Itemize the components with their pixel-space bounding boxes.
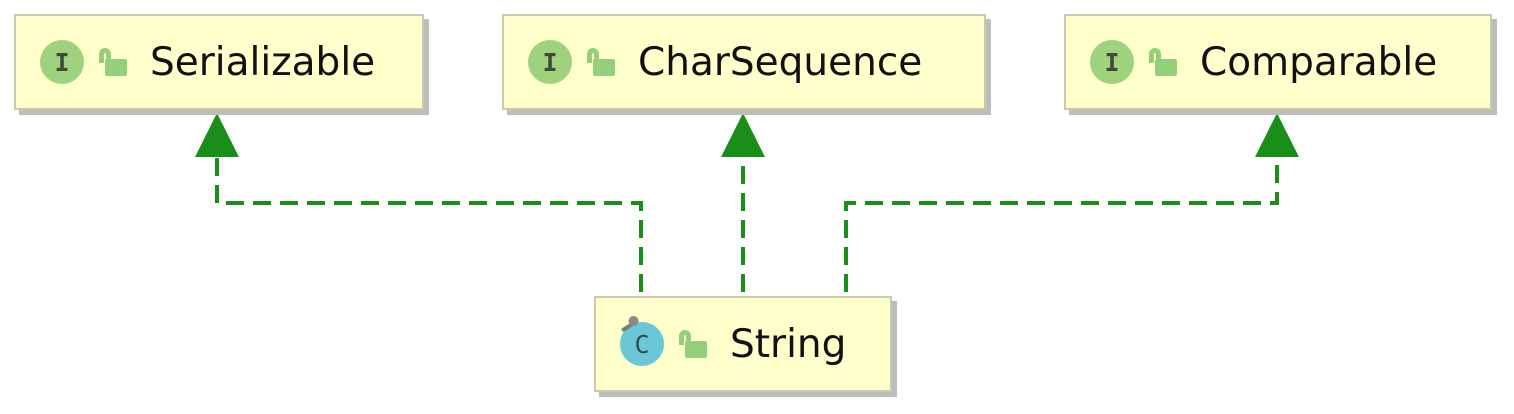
node-string[interactable]: C String xyxy=(594,296,892,392)
node-label: Comparable xyxy=(1200,39,1438,85)
node-label: Serializable xyxy=(150,39,376,85)
arrowhead-charsequence xyxy=(721,113,765,157)
node-charsequence[interactable]: I CharSequence xyxy=(502,14,986,110)
node-label: String xyxy=(730,321,847,367)
node-label: CharSequence xyxy=(638,39,923,85)
edge-string-to-serializable xyxy=(195,113,643,292)
arrowhead-comparable xyxy=(1255,113,1299,157)
interface-icon: I xyxy=(528,40,572,84)
node-comparable[interactable]: I Comparable xyxy=(1064,14,1492,110)
kind-badge-letter: I xyxy=(54,47,70,77)
kind-badge-letter: I xyxy=(1104,47,1120,77)
interface-icon: I xyxy=(40,40,84,84)
kind-badge-letter: C xyxy=(634,329,650,359)
arrowhead-serializable xyxy=(195,113,239,157)
class-icon: C xyxy=(620,314,664,366)
lock-open-icon xyxy=(586,45,620,79)
kind-badge-letter: I xyxy=(542,47,558,77)
lock-open-icon xyxy=(98,45,132,79)
interface-icon: I xyxy=(1090,40,1134,84)
node-serializable[interactable]: I Serializable xyxy=(14,14,424,110)
edge-string-to-charsequence xyxy=(721,113,765,292)
lock-open-icon xyxy=(1148,45,1182,79)
lock-open-icon xyxy=(678,327,712,361)
edge-string-to-comparable xyxy=(844,113,1299,292)
